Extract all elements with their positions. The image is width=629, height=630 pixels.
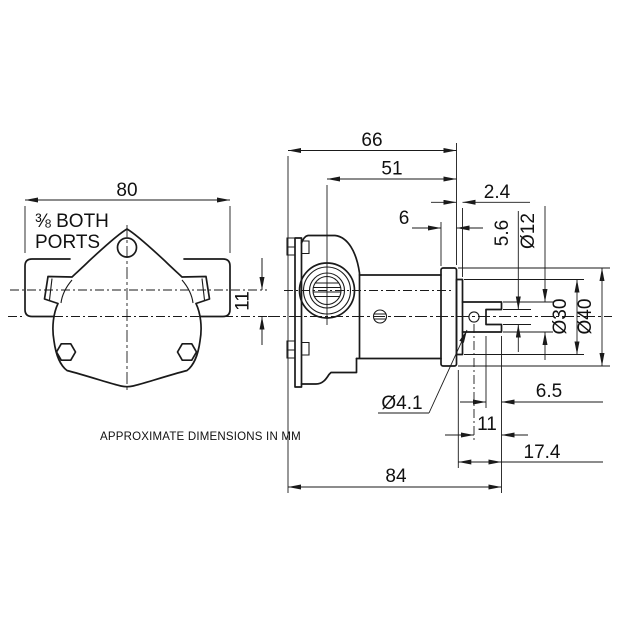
side-housing-bottom — [300, 357, 358, 385]
dim-port-offset-label: 11 — [233, 291, 254, 311]
dimension-labels: 80 ⅜ BOTH PORTS 11 66 51 2.4 6 5.6 Ø12 Ø… — [35, 130, 596, 487]
dim-6-label: 6 — [399, 208, 410, 229]
dim-2-4-label: 2.4 — [484, 182, 511, 203]
dimension-lines — [25, 148, 605, 490]
front-cover-outline — [43, 228, 211, 388]
dim-66-label: 66 — [361, 130, 382, 151]
front-bottom-right-bolt — [176, 342, 198, 362]
ports-note-line2: PORTS — [35, 232, 100, 253]
footer-note: APPROXIMATE DIMENSIONS IN MM — [100, 431, 301, 443]
dim-front-width-label: 80 — [116, 180, 137, 201]
dim-hole-dia-label: Ø4.1 — [381, 393, 422, 414]
side-cover-plate — [294, 237, 303, 388]
dim-51-label: 51 — [381, 159, 402, 180]
front-bottom-left-bolt — [55, 342, 77, 362]
dim-hub-dia-label: Ø30 — [550, 299, 571, 335]
dim-5-6-label: 5.6 — [492, 220, 513, 246]
dim-84-label: 84 — [385, 466, 407, 487]
front-left-boss-fillet — [48, 278, 73, 304]
dim-17-4-label: 17.4 — [524, 442, 561, 463]
side-hub — [455, 278, 464, 356]
front-view — [8, 225, 267, 392]
dim-6-5-label: 6.5 — [536, 381, 562, 402]
front-right-boss-fillet — [181, 278, 206, 304]
side-mounting-flange — [440, 267, 458, 367]
dim-flange-dia-label: Ø40 — [575, 299, 596, 335]
ports-note-line1: ⅜ BOTH — [35, 211, 109, 232]
side-shaft-fork — [461, 301, 503, 333]
side-housing-top — [300, 234, 361, 276]
side-body-steps — [301, 240, 310, 356]
dim-11-label: 11 — [477, 414, 497, 435]
side-view — [268, 185, 612, 441]
side-cross-hole — [468, 311, 480, 323]
dim-shaft-dia-label: Ø12 — [518, 213, 539, 249]
